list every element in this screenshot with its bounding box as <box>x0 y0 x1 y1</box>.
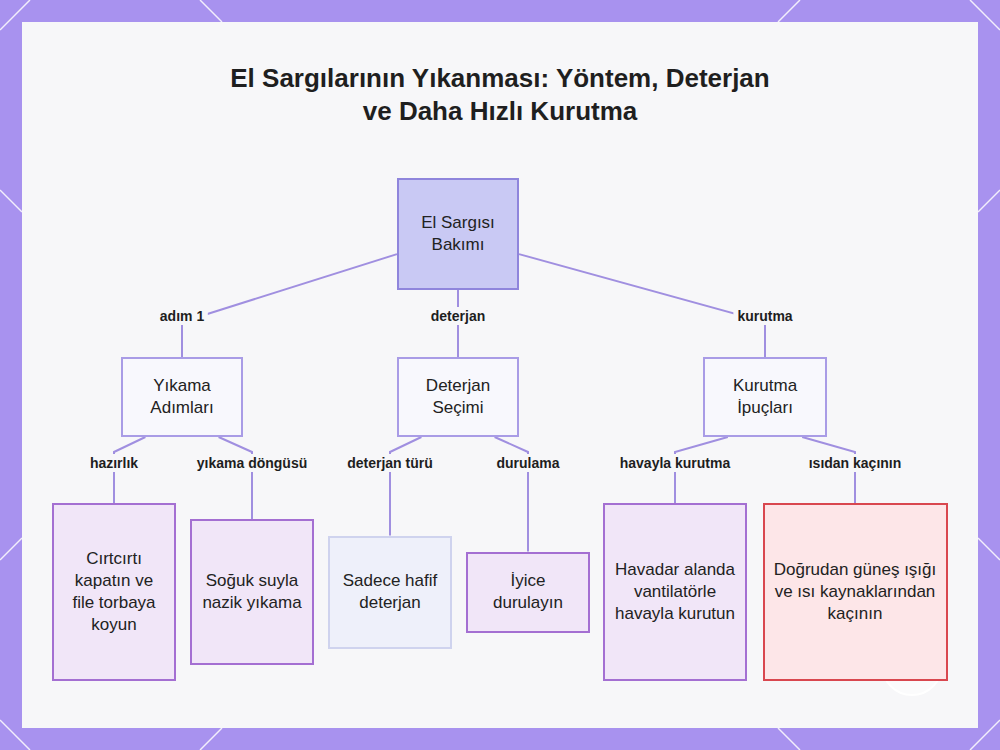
connector <box>519 254 765 357</box>
connector <box>219 437 252 519</box>
node-text: Kurutma İpuçları <box>705 375 825 419</box>
leaf-box: Havadar alanda vantilatörle havayla kuru… <box>603 503 747 681</box>
panel <box>22 22 978 728</box>
edge-label: adım 1 <box>156 307 208 325</box>
leaf-box: Soğuk suyla nazik yıkama <box>190 519 314 665</box>
node-text: İyice durulayın <box>468 570 588 614</box>
edge-label: yıkama döngüsü <box>193 454 311 472</box>
diagram-title: El Sargılarının Yıkanması: Yöntem, Deter… <box>220 62 780 128</box>
edge-label: kurutma <box>733 307 796 325</box>
edge-label: deterjan <box>427 307 489 325</box>
node-text: Doğrudan güneş ışığı ve ısı kaynaklarınd… <box>765 559 946 625</box>
node-text: El Sargısı Bakımı <box>399 212 517 256</box>
node-text: Havadar alanda vantilatörle havayla kuru… <box>605 559 745 625</box>
edge-label: havayla kurutma <box>616 454 735 472</box>
node-text: Yıkama Adımları <box>123 375 241 419</box>
leaf-box: Doğrudan güneş ışığı ve ısı kaynaklarınd… <box>763 503 948 681</box>
node-text: Soğuk suyla nazik yıkama <box>192 570 312 614</box>
leaf-box: Cırtcırtı kapatın ve file torbaya koyun <box>52 503 176 681</box>
edge-label: deterjan türü <box>343 454 437 472</box>
edge-label: durulama <box>492 454 563 472</box>
edge-label: ısıdan kaçının <box>805 454 906 472</box>
leaf-box: Sadece hafif deterjan <box>328 536 452 649</box>
node-text: Sadece hafif deterjan <box>330 570 450 614</box>
edge-label: hazırlık <box>86 454 142 472</box>
category-box: Kurutma İpuçları <box>703 357 827 437</box>
root-box: El Sargısı Bakımı <box>397 178 519 290</box>
category-box: Yıkama Adımları <box>121 357 243 437</box>
leaf-box: İyice durulayın <box>466 552 590 633</box>
category-box: Deterjan Seçimi <box>397 357 519 437</box>
node-text: Cırtcırtı kapatın ve file torbaya koyun <box>54 548 174 636</box>
node-text: Deterjan Seçimi <box>399 375 517 419</box>
connector <box>390 437 421 536</box>
connector <box>182 254 397 357</box>
